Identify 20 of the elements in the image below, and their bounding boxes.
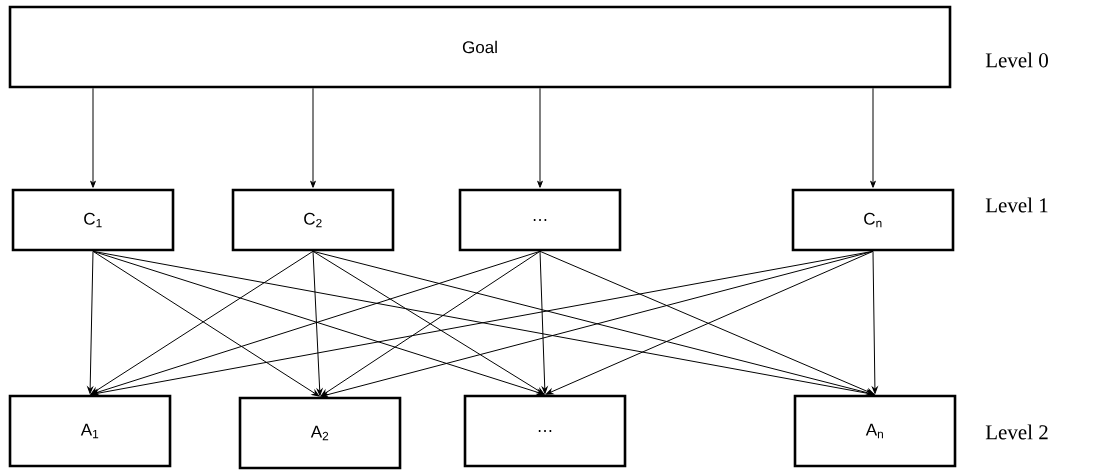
arrow [537, 87, 543, 188]
arrow [312, 250, 323, 396]
box: C$_{1}$ [11, 188, 175, 252]
arrow [87, 250, 94, 394]
box: A$_{n}$ [793, 394, 957, 468]
arrow [872, 250, 878, 394]
box: A$_{2}$ [238, 396, 402, 470]
box: … [458, 188, 622, 252]
box: C$_{n}$ [791, 188, 955, 252]
goal-box: Goal [8, 5, 952, 89]
box: A$_{1}$ [8, 394, 172, 468]
arrow [310, 87, 316, 188]
level-label: Level 1 [985, 197, 1048, 213]
arrow [870, 87, 876, 188]
level-label: Level 0 [985, 52, 1048, 68]
box: C$_{2}$ [231, 188, 395, 252]
level-label: Level 2 [985, 424, 1048, 440]
box: … [463, 394, 627, 468]
arrow [539, 250, 548, 394]
arrow [90, 87, 96, 188]
